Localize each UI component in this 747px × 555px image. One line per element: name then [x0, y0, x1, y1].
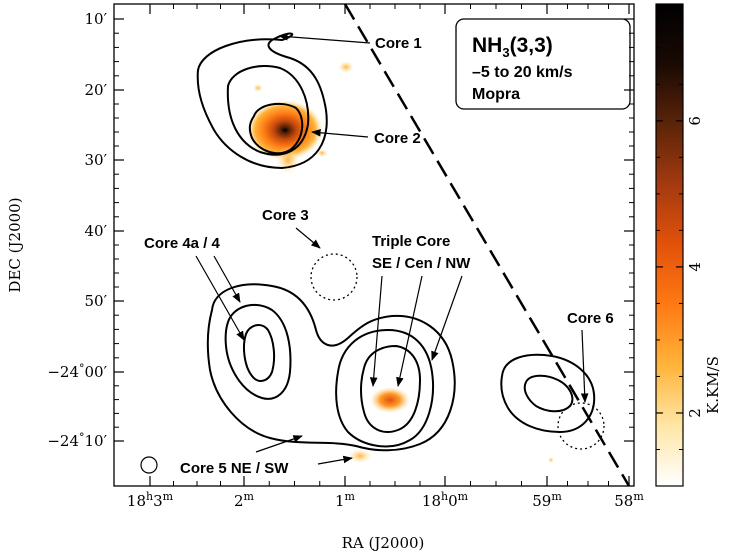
y-tick-label: 40′ [85, 222, 108, 240]
emission-core-1-knot [338, 61, 354, 73]
contour-core-4-mid [224, 303, 292, 400]
y-tick-label: 30′ [85, 151, 108, 169]
y-tick-label: 50′ [85, 292, 108, 310]
arrow-core-3 [295, 227, 321, 249]
arrow-triple-se [369, 275, 383, 387]
colorbar-tick-label: 6 [686, 116, 704, 126]
emission-core-2 [247, 100, 323, 160]
label-core-1: Core 1 [375, 35, 422, 52]
emission-knot-b [316, 149, 328, 157]
legend-line1: NH [472, 34, 502, 57]
arrow-core-4 [213, 255, 241, 303]
x-tick-label: 58m [614, 490, 644, 510]
x-tick-label: 18h0m [422, 490, 469, 510]
colorbar [655, 3, 684, 487]
contour-triple-core-inner [360, 344, 422, 433]
label-core-3: Core 3 [262, 207, 309, 224]
emission-core-5 [348, 449, 372, 463]
contours [196, 32, 596, 452]
arrow-core-2 [311, 128, 369, 138]
arrow-triple-cen [396, 275, 423, 387]
colorbar-tick-label: 4 [686, 262, 704, 272]
colorbar-ticks: 2 4 6 [656, 10, 704, 450]
contour-core-2-mid [226, 65, 310, 156]
contour-core-6-outer [500, 353, 596, 434]
x-tick-label: 1m [335, 490, 356, 510]
core-3-circle [310, 253, 358, 301]
core-6-circle [557, 402, 605, 450]
arrow-core-6 [580, 329, 589, 403]
y-tick-label: −24°00′ [47, 362, 107, 381]
contour-core-4-inner [243, 324, 276, 382]
label-core-5: Core 5 NE / SW [180, 460, 289, 477]
arrow-core-1 [278, 32, 371, 44]
label-core-4: Core 4a / 4 [144, 235, 221, 252]
x-axis: 18h3m 2m 1m 18h0m 59m 58m [127, 4, 644, 510]
contour-outer-envelope [206, 283, 456, 452]
label-triple-core-2: SE / Cen / NW [372, 255, 471, 272]
legend-line2: –5 to 20 km/s [472, 64, 573, 81]
emission-triple-core [370, 387, 410, 413]
y-tick-label: 20′ [85, 81, 108, 99]
colorbar-tick-label: 2 [686, 408, 704, 418]
dashed-boundary [343, 3, 631, 487]
svg-text:NH3(3,3): NH3(3,3) [472, 34, 553, 60]
arrow-core-5-sw [317, 455, 353, 465]
emission-knot-a [253, 84, 263, 92]
label-triple-core-1: Triple Core [372, 233, 450, 250]
arrow-core-5-ne [255, 435, 303, 453]
y-axis: 10′ 20′ 30′ 40′ 50′ −24°00′ −24°10′ [47, 10, 634, 450]
legend: NH3(3,3) –5 to 20 km/s Mopra [455, 18, 631, 110]
colorbar-label: K.KM/S [704, 356, 722, 414]
arrow-triple-nw [431, 275, 463, 361]
annotations: Core 1 Core 2 Core 3 Core 4a / 4 Triple … [144, 32, 614, 477]
y-tick-label: −24°10′ [47, 431, 107, 450]
emission-map [247, 61, 554, 463]
legend-line1-rest: (3,3) [510, 34, 553, 57]
y-tick-label: 10′ [85, 10, 108, 28]
beam-circle [140, 456, 158, 474]
legend-line1-sub: 3 [502, 45, 509, 60]
x-tick-label: 59m [532, 490, 562, 510]
x-tick-label: 2m [234, 490, 255, 510]
y-axis-label: DEC (J2000) [6, 197, 24, 292]
contour-core-2-inner [248, 102, 304, 155]
label-core-2: Core 2 [374, 130, 421, 147]
x-axis-label: RA (J2000) [342, 534, 425, 552]
emission-knot-c [548, 457, 554, 463]
legend-box [455, 18, 631, 110]
label-core-6: Core 6 [567, 310, 614, 327]
legend-line3: Mopra [472, 86, 520, 103]
x-tick-label: 18h3m [127, 490, 174, 510]
arrow-core-4a [195, 255, 245, 341]
contour-triple-core-mid [335, 328, 434, 448]
